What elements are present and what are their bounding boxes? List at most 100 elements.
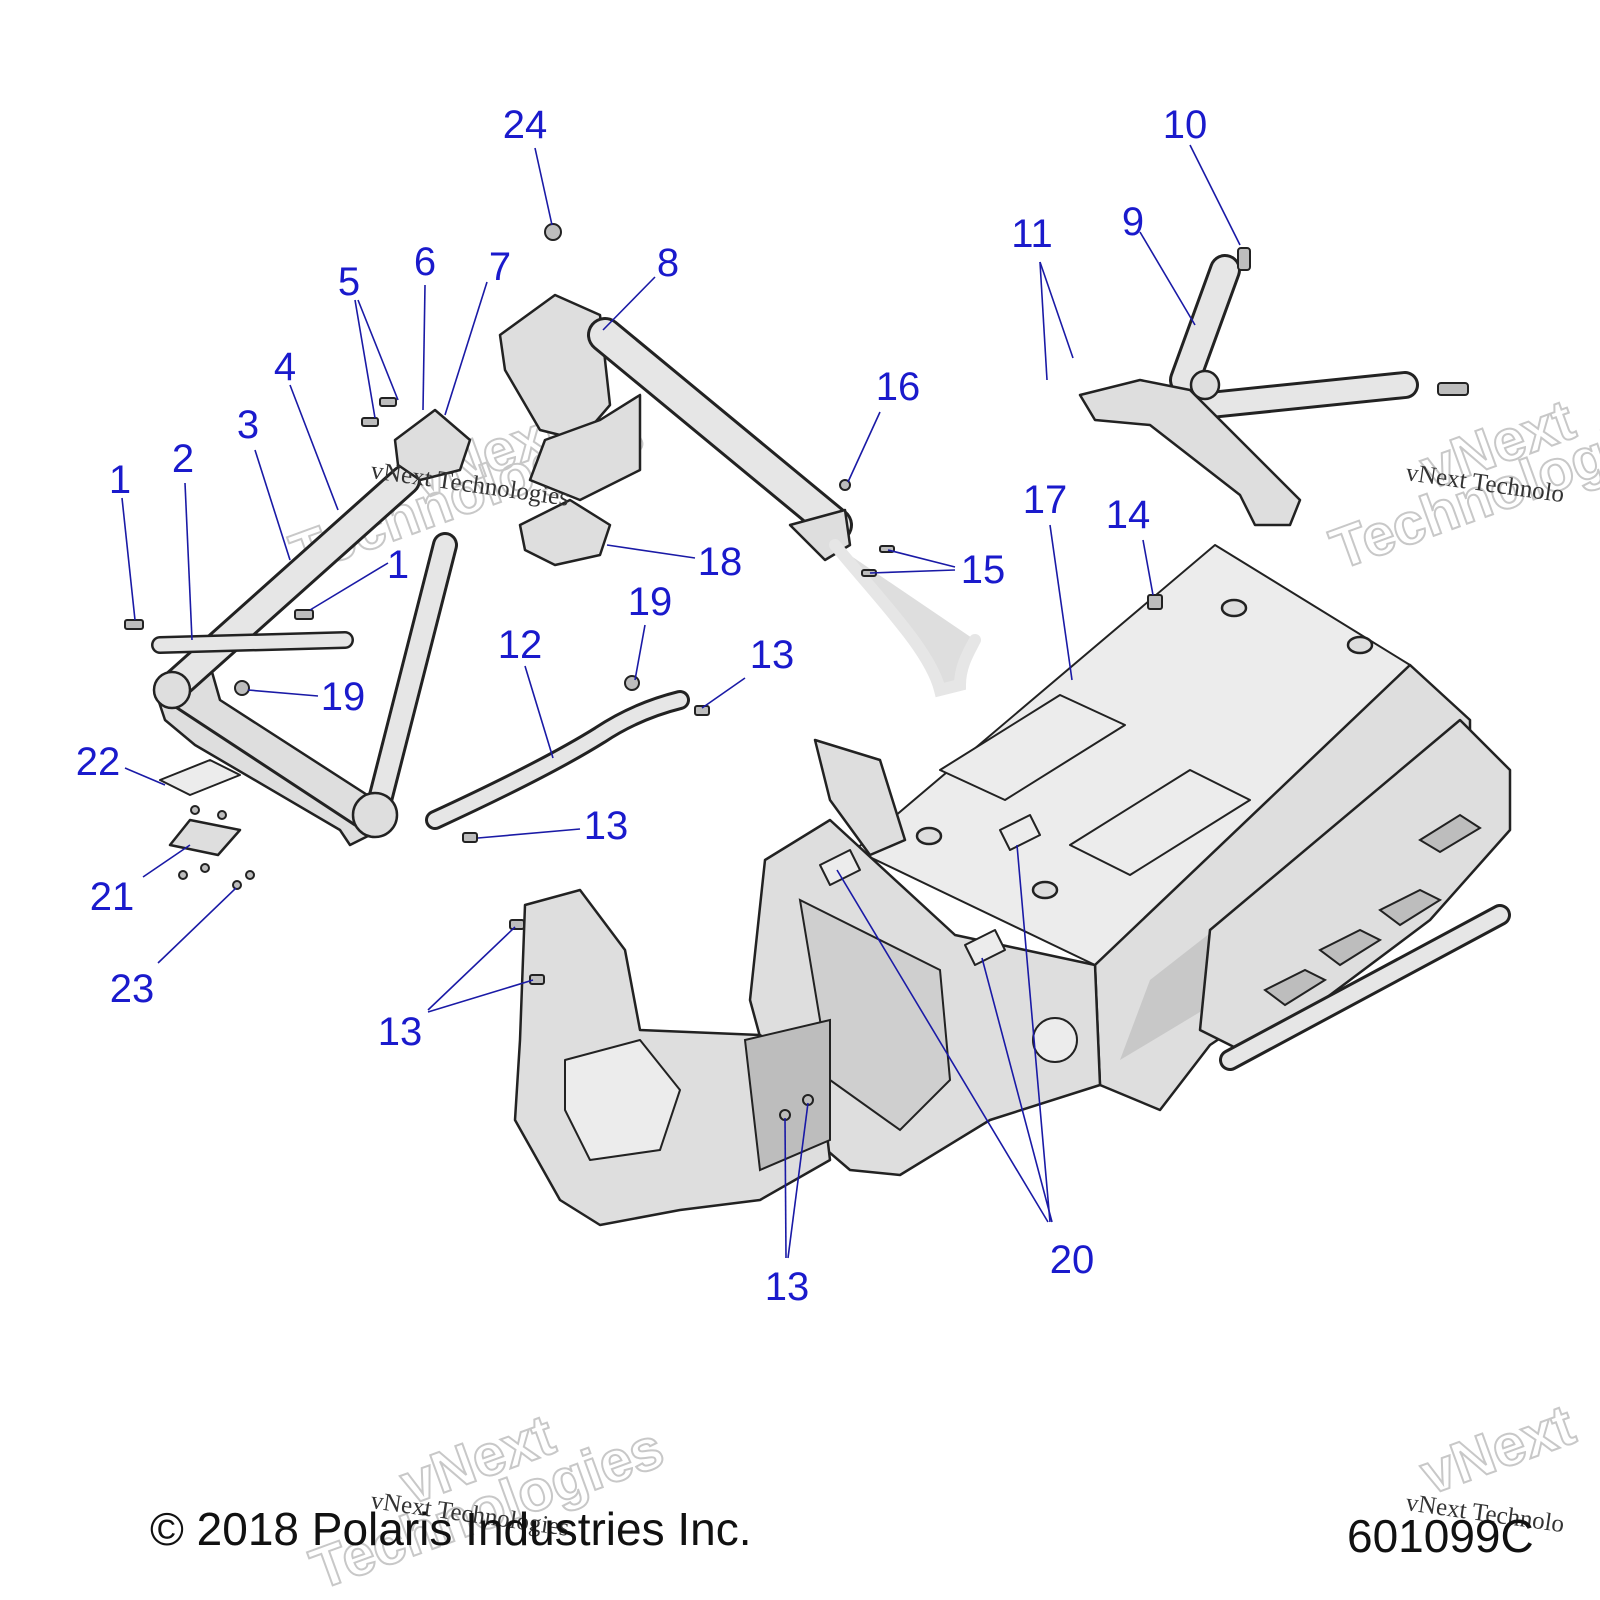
pad-20a (819, 849, 861, 886)
callout-7: 7 (489, 245, 511, 289)
callout-24: 24 (503, 103, 548, 147)
footer: © 2018 Polaris Industries Inc. 601099C (150, 1503, 1534, 1562)
bolt-13b (462, 832, 478, 843)
rear-arm-assembly (1078, 247, 1469, 527)
steering-post-fill (829, 539, 981, 698)
callout-9: 9 (1122, 200, 1144, 244)
nut-24 (544, 223, 562, 241)
bolt-1a (124, 619, 144, 630)
leader-1a (121, 497, 136, 621)
link-rod (425, 675, 710, 843)
post-2 (1346, 635, 1374, 655)
leader-10 (1189, 144, 1241, 246)
plate-22 (159, 759, 241, 796)
upper-steering-frame (498, 223, 981, 698)
callout-11: 11 (1011, 212, 1053, 256)
leader-15a (887, 549, 956, 568)
leader-23 (157, 887, 237, 964)
bumper-strut-fill (370, 535, 455, 810)
figure-number: 601099C (1347, 1510, 1534, 1562)
callout-4: 4 (274, 345, 296, 389)
callout-15: 15 (961, 548, 1006, 592)
leader-9 (1139, 231, 1196, 326)
leader-16 (847, 411, 881, 483)
leader-20a (836, 869, 1049, 1223)
footrest-hole-3 (1263, 968, 1328, 1007)
leader-2 (184, 482, 193, 641)
top-bracket (393, 408, 472, 482)
callout-19a: 19 (628, 580, 673, 624)
tunnel-decal-2 (1069, 769, 1251, 876)
callout-23: 23 (110, 967, 155, 1011)
handle-tube-fill (153, 633, 352, 652)
callout-1b: 1 (387, 543, 409, 587)
leader-13a (701, 677, 746, 709)
leader-11a (1039, 261, 1048, 381)
bolt-5a (379, 397, 397, 407)
callout-8: 8 (657, 241, 679, 285)
bumper-joint-left (152, 670, 192, 710)
upper-frame-loop (528, 393, 642, 502)
bracket-18 (518, 498, 612, 567)
leader-20b (1016, 844, 1051, 1223)
bolt-23d (245, 870, 255, 880)
main-chassis (509, 544, 1512, 1227)
leader-12 (524, 665, 554, 759)
leader-15b (869, 569, 956, 574)
leader-13c (427, 926, 516, 1011)
pin-10 (1237, 247, 1251, 271)
pad-20c (964, 929, 1006, 966)
bolt-21b (217, 810, 227, 820)
link-rod-fill (428, 693, 687, 827)
callout-6: 6 (414, 240, 436, 284)
leader-5b (357, 299, 399, 401)
callout-1a: 1 (109, 458, 131, 502)
post-4 (1031, 880, 1059, 900)
leader-13b (477, 828, 581, 839)
footrest-hole-1 (1378, 888, 1443, 927)
leader-13d (427, 979, 534, 1013)
leader-3 (254, 449, 291, 561)
bolt-23a (178, 870, 188, 880)
bumper-lower-frame (153, 663, 382, 847)
callout-14: 14 (1106, 493, 1151, 537)
bumper-lower-rail (163, 698, 357, 827)
bolt-13c (509, 919, 525, 930)
footrest-hole-2 (1318, 928, 1383, 967)
bolt-23c (232, 880, 242, 890)
nut-19a (234, 680, 250, 696)
callout-5: 5 (338, 260, 360, 304)
callout-21: 21 (90, 875, 135, 919)
bolt-21a (190, 805, 200, 815)
callout-22: 22 (76, 740, 121, 784)
bulkhead-hole (1032, 1017, 1078, 1063)
leader-21 (142, 844, 191, 878)
leader-8 (602, 276, 656, 331)
footrest-hole-4 (1418, 813, 1482, 854)
bolt-23b (200, 863, 210, 873)
block-14 (1147, 594, 1163, 610)
callout-19b: 19 (321, 675, 366, 719)
leader-17 (1049, 524, 1073, 681)
bumper-tube-fill (157, 467, 418, 703)
callout-2: 2 (172, 437, 194, 481)
rear-arm-body (1078, 378, 1302, 527)
callout-16: 16 (876, 365, 921, 409)
column-mount (813, 738, 907, 857)
leader-14 (1142, 539, 1154, 596)
leader-lines (121, 144, 1241, 1259)
callout-10: 10 (1163, 103, 1208, 147)
rear-arm-right-fill (1199, 374, 1416, 416)
callout-labels: 1 1 2 3 4 5 6 7 8 9 10 11 12 13 13 13 13… (76, 103, 1208, 1309)
bracket-21 (168, 818, 242, 857)
leader-6 (422, 284, 426, 411)
leader-19b (247, 689, 319, 697)
callout-3: 3 (237, 403, 259, 447)
leader-1b (309, 562, 389, 611)
callout-13b: 13 (584, 804, 629, 848)
footrest (1198, 718, 1512, 1057)
leader-18 (606, 544, 696, 559)
callout-20: 20 (1050, 1238, 1095, 1282)
bolt-13a (694, 705, 710, 716)
pin-rear (1437, 382, 1469, 396)
